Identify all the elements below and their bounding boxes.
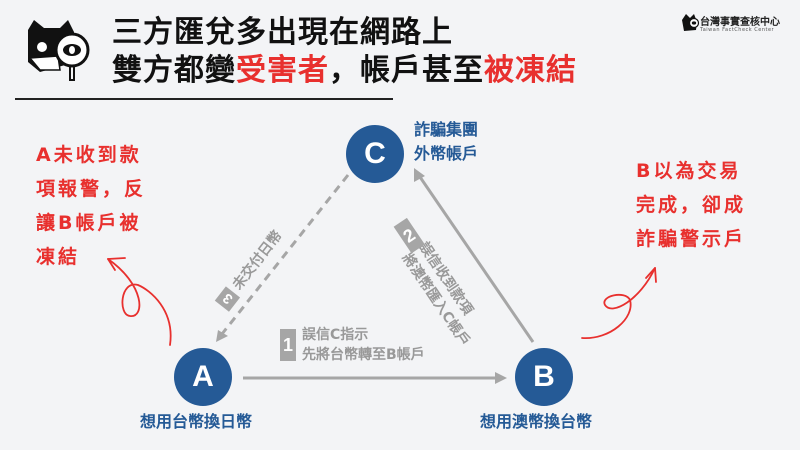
- cat-magnifier-icon: [28, 20, 90, 81]
- title-highlight: 受害者: [236, 53, 329, 88]
- title-text: ，帳戶甚至: [329, 53, 484, 88]
- node-letter: A: [192, 360, 214, 393]
- node-letter: B: [533, 360, 555, 393]
- note-right-line: 完成，卻成: [636, 194, 747, 216]
- node-letter: C: [364, 137, 386, 170]
- note-right-line: B以為交易: [636, 160, 742, 182]
- title-text: 雙方都變: [112, 53, 236, 88]
- arrow-b-to-c: [414, 168, 535, 343]
- brand-logo-icon: [682, 14, 700, 31]
- node-c-label-line2: 外幣帳戶: [414, 144, 479, 163]
- step-1: 1 誤信C指示 先將台幣轉至B帳戶: [280, 325, 425, 365]
- title-line-2: 雙方都變受害者，帳戶甚至被凍結: [112, 52, 577, 90]
- step-1-line1: 誤信C指示: [302, 327, 369, 343]
- note-right: B以為交易 完成，卻成 詐騙警示戶: [636, 154, 746, 256]
- title-line-1: 三方匯兌多出現在網路上: [112, 15, 453, 50]
- red-squiggle-arrow-right: [581, 267, 657, 339]
- brand-name: 台灣事實查核中心: [700, 17, 780, 28]
- note-right-line: 詐騙警示戶: [636, 228, 747, 250]
- node-c: C: [346, 125, 404, 183]
- node-a-label: 想用台幣換日幣: [140, 412, 253, 431]
- arrow-c-to-a-dashed: [216, 174, 350, 342]
- node-a: A: [174, 348, 232, 406]
- node-c-label-line1: 詐騙集團: [414, 120, 479, 139]
- note-left: A未收到款 項報警，反 讓B帳戶被 凍結: [36, 138, 146, 274]
- node-b-label: 想用澳幣換台幣: [480, 412, 593, 431]
- title-underline-ext: [15, 98, 393, 100]
- note-left-line: 讓B帳戶被: [36, 212, 142, 234]
- note-left-line: 凍結: [36, 246, 81, 268]
- note-left-line: A未收到款: [36, 144, 142, 166]
- red-squiggle-arrow-left: [107, 257, 172, 346]
- note-left-line: 項報警，反: [36, 178, 147, 200]
- node-c-label: 詐騙集團 外幣帳戶: [414, 118, 478, 166]
- node-b: B: [515, 348, 573, 406]
- title-highlight: 被凍結: [484, 53, 577, 88]
- arrow-a-to-b: [243, 372, 507, 384]
- step-1-line2: 先將台幣轉至B帳戶: [302, 347, 425, 363]
- step-1-badge: 1: [280, 329, 296, 361]
- brand-subtitle: Taiwan FactCheck Center: [700, 27, 775, 33]
- page-title: 三方匯兌多出現在網路上 雙方都變受害者，帳戶甚至被凍結: [112, 14, 577, 90]
